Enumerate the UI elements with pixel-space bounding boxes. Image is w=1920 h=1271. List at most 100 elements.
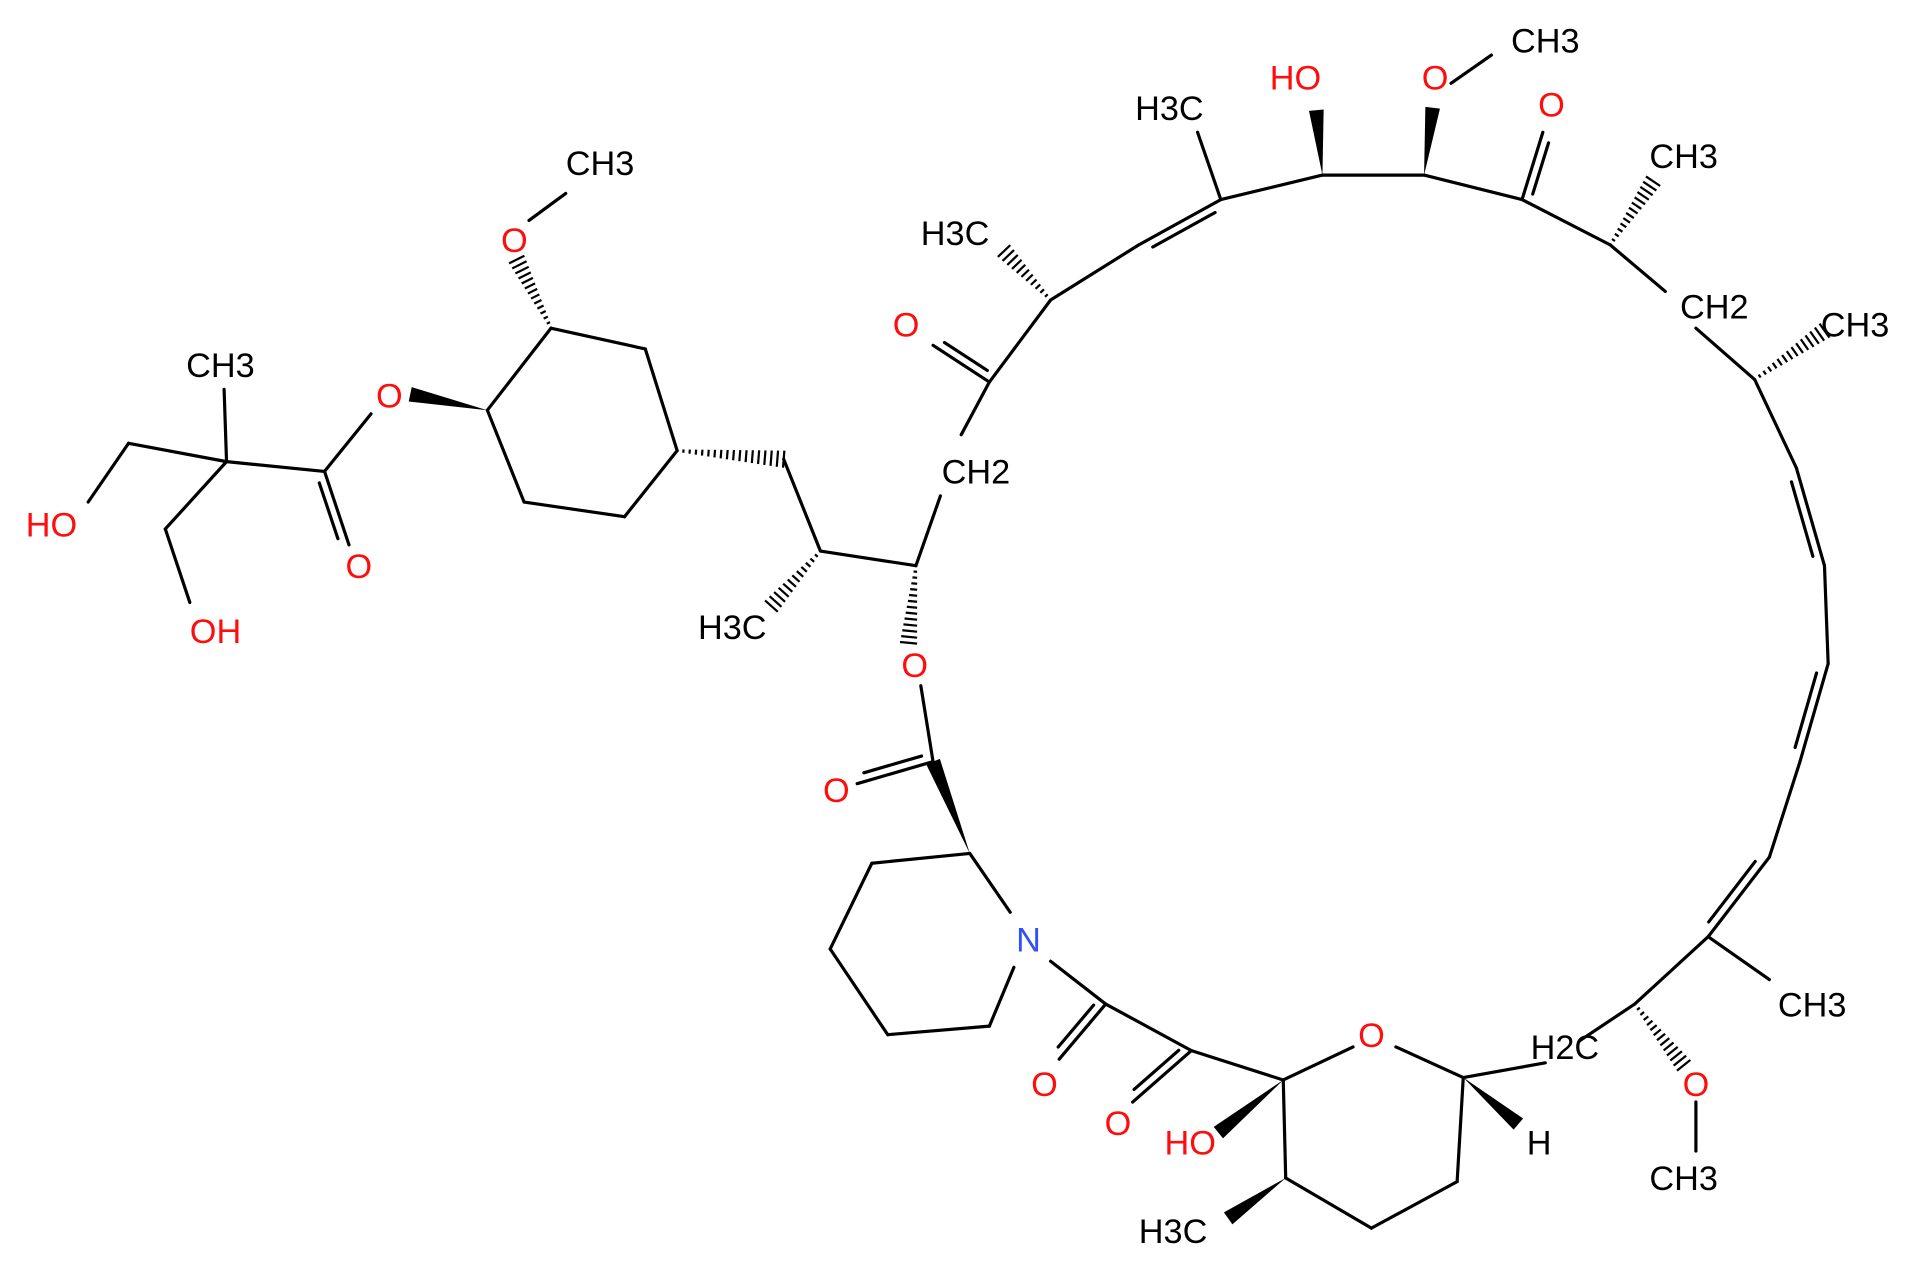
hash-line: [524, 282, 536, 290]
hash-line: [1652, 1028, 1662, 1037]
wedge-bond: [1463, 1077, 1524, 1130]
single-bond: [968, 851, 1012, 914]
double-bond-inner: [1531, 141, 1551, 196]
hash-line: [1614, 232, 1620, 238]
double-bond: [855, 760, 935, 786]
atom-label-o: O: [823, 772, 850, 810]
hash-line: [1645, 175, 1661, 187]
hash-line: [1757, 374, 1762, 379]
atom-label-o: O: [1105, 1105, 1132, 1143]
single-bond: [1694, 326, 1757, 382]
hash-line: [800, 566, 808, 573]
double-bond-inner: [1793, 671, 1819, 750]
single-bond: [1284, 1176, 1374, 1230]
hashed-wedge-bond: [997, 244, 1053, 302]
single-bond: [818, 549, 918, 568]
single-bond: [163, 460, 229, 531]
atom-label-c: CH2: [1680, 288, 1749, 326]
hash-line: [769, 450, 773, 466]
single-bond: [86, 441, 131, 504]
single-bond: [987, 298, 1053, 384]
hashed-wedge-bond: [764, 549, 823, 613]
single-bond: [1455, 1075, 1465, 1184]
double-bond-inner: [1056, 1003, 1096, 1049]
single-bond: [1422, 173, 1524, 202]
hash-line: [508, 254, 525, 265]
hash-line: [805, 561, 812, 568]
hash-line: [796, 570, 804, 578]
single-bond: [1753, 377, 1798, 470]
double-bond: [1520, 130, 1545, 202]
hash-line: [902, 629, 918, 633]
hash-line: [907, 599, 918, 603]
hash-line: [1799, 338, 1810, 351]
hash-line: [1034, 283, 1042, 290]
hash-line: [536, 304, 545, 310]
atom-label-c: CH3: [1778, 986, 1847, 1024]
wedge-bond: [1213, 1079, 1284, 1139]
hash-line: [1001, 249, 1015, 262]
hash-line: [1776, 358, 1783, 366]
hash-line: [1656, 1032, 1666, 1042]
hash-line: [1011, 259, 1023, 270]
atom-label-n: N: [1016, 921, 1041, 959]
hash-line: [1672, 1054, 1687, 1067]
single-bond: [1822, 564, 1830, 666]
single-bond: [1767, 760, 1802, 859]
single-bond: [322, 412, 373, 474]
hashed-wedge-bond: [899, 564, 918, 645]
hash-line: [1771, 362, 1778, 369]
single-bond: [485, 326, 553, 412]
single-bond: [1608, 243, 1667, 294]
double-bond: [1131, 1049, 1194, 1104]
atom-label-o: HO: [1164, 1125, 1215, 1163]
wedge-bond: [1309, 109, 1324, 176]
atom-label-c: H2C: [1531, 1029, 1600, 1067]
wedge-bond: [1223, 1177, 1286, 1225]
hash-line: [707, 449, 710, 457]
hash-line: [791, 574, 801, 583]
hash-line: [514, 265, 530, 275]
hash-line: [1662, 1041, 1675, 1052]
double-bond: [931, 343, 991, 384]
atom-label-o: O: [501, 222, 528, 260]
hash-line: [1634, 196, 1646, 206]
hash-line: [997, 244, 1012, 258]
hash-line: [719, 449, 723, 459]
hash-line: [756, 450, 761, 465]
single-bond: [1706, 935, 1771, 982]
hash-line: [1659, 1037, 1670, 1047]
hash-line: [899, 640, 918, 645]
hash-line: [1642, 180, 1658, 192]
hash-line: [1669, 1050, 1683, 1062]
hash-line: [1636, 191, 1650, 201]
atom-label-c: CH2: [942, 454, 1011, 492]
hash-line: [1628, 206, 1639, 215]
single-bond: [919, 684, 935, 764]
hash-line: [1025, 273, 1034, 282]
hash-line: [732, 449, 736, 461]
hash-line: [1639, 1011, 1645, 1016]
single-bond: [1104, 1002, 1194, 1053]
hash-line: [777, 587, 790, 598]
double-bond-inner: [1707, 859, 1757, 924]
hash-line: [530, 293, 540, 300]
wedge-bond: [408, 387, 488, 411]
single-bond: [549, 326, 647, 351]
single-bond: [987, 965, 1016, 1028]
bonds: [86, 53, 1831, 1230]
double-bond: [1794, 466, 1827, 568]
atom-label-c: CH3: [1821, 307, 1890, 345]
hash-line: [1809, 330, 1820, 345]
hash-line: [725, 449, 729, 460]
single-bond: [527, 191, 568, 222]
hash-line: [521, 276, 534, 285]
hash-line: [1790, 346, 1799, 357]
single-bond: [1369, 1180, 1459, 1230]
single-bond: [522, 500, 627, 519]
single-bond: [485, 408, 526, 504]
hash-line: [1643, 1015, 1649, 1021]
single-bond: [1449, 53, 1494, 85]
